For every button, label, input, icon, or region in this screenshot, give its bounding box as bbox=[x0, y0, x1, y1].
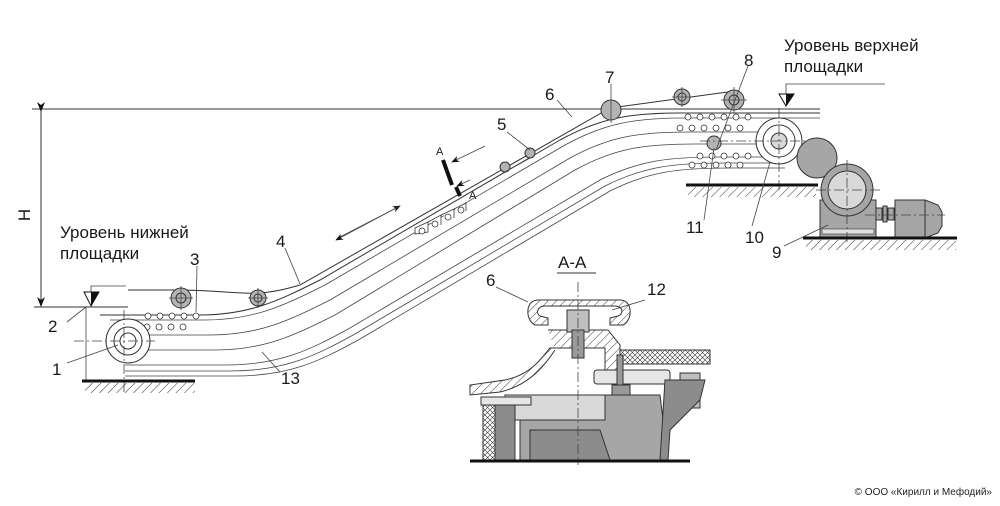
upper-ground bbox=[686, 183, 818, 197]
section-a-a: A-A 6 12 bbox=[469, 253, 711, 465]
section-marker: A A bbox=[436, 145, 486, 202]
upper-sprocket bbox=[700, 108, 810, 190]
callout-10: 10 bbox=[745, 228, 764, 247]
callout-1: 1 bbox=[52, 360, 61, 379]
steps-on-incline bbox=[414, 202, 467, 235]
upper-chain bbox=[676, 113, 752, 169]
lower-sprocket bbox=[74, 307, 155, 395]
callout-9: 9 bbox=[772, 243, 781, 262]
copyright: © ООО «Кирилл и Мефодий» bbox=[854, 487, 992, 498]
callout-5: 5 bbox=[497, 115, 506, 134]
direction-arrows bbox=[335, 205, 401, 241]
callout-13: 13 bbox=[281, 369, 300, 388]
step-band bbox=[100, 112, 820, 377]
callout-6: 6 bbox=[545, 85, 554, 104]
callout-7: 7 bbox=[605, 68, 614, 87]
height-dimension: H bbox=[15, 102, 128, 308]
callout-3: 3 bbox=[190, 250, 199, 269]
section-callout-6: 6 bbox=[486, 271, 495, 290]
handrail-rollers bbox=[169, 87, 747, 310]
upper-level-label-line1: Уровень верхней bbox=[784, 36, 919, 55]
callout-2: 2 bbox=[48, 317, 57, 336]
section-title: A-A bbox=[558, 253, 587, 272]
callout-8: 8 bbox=[744, 51, 753, 70]
dimension-h-label: H bbox=[15, 209, 34, 221]
section-marker-a-top: A bbox=[436, 146, 444, 158]
section-marker-a-bottom: A bbox=[469, 190, 477, 202]
upper-level-label-line2: площадки bbox=[784, 57, 863, 76]
drive-unit bbox=[803, 160, 957, 250]
drive-wheel bbox=[796, 137, 838, 179]
upper-level-marker bbox=[778, 83, 885, 107]
callout-11: 11 bbox=[686, 218, 704, 237]
handrail bbox=[128, 90, 736, 294]
lower-level-marker bbox=[83, 285, 126, 308]
section-callout-12: 12 bbox=[647, 280, 666, 299]
lower-ground bbox=[82, 379, 195, 393]
lower-level-label-line2: площадки bbox=[60, 244, 139, 263]
callout-leaders bbox=[66, 65, 829, 373]
lower-level-label-line1: Уровень нижней bbox=[60, 223, 189, 242]
callout-4: 4 bbox=[276, 232, 285, 251]
